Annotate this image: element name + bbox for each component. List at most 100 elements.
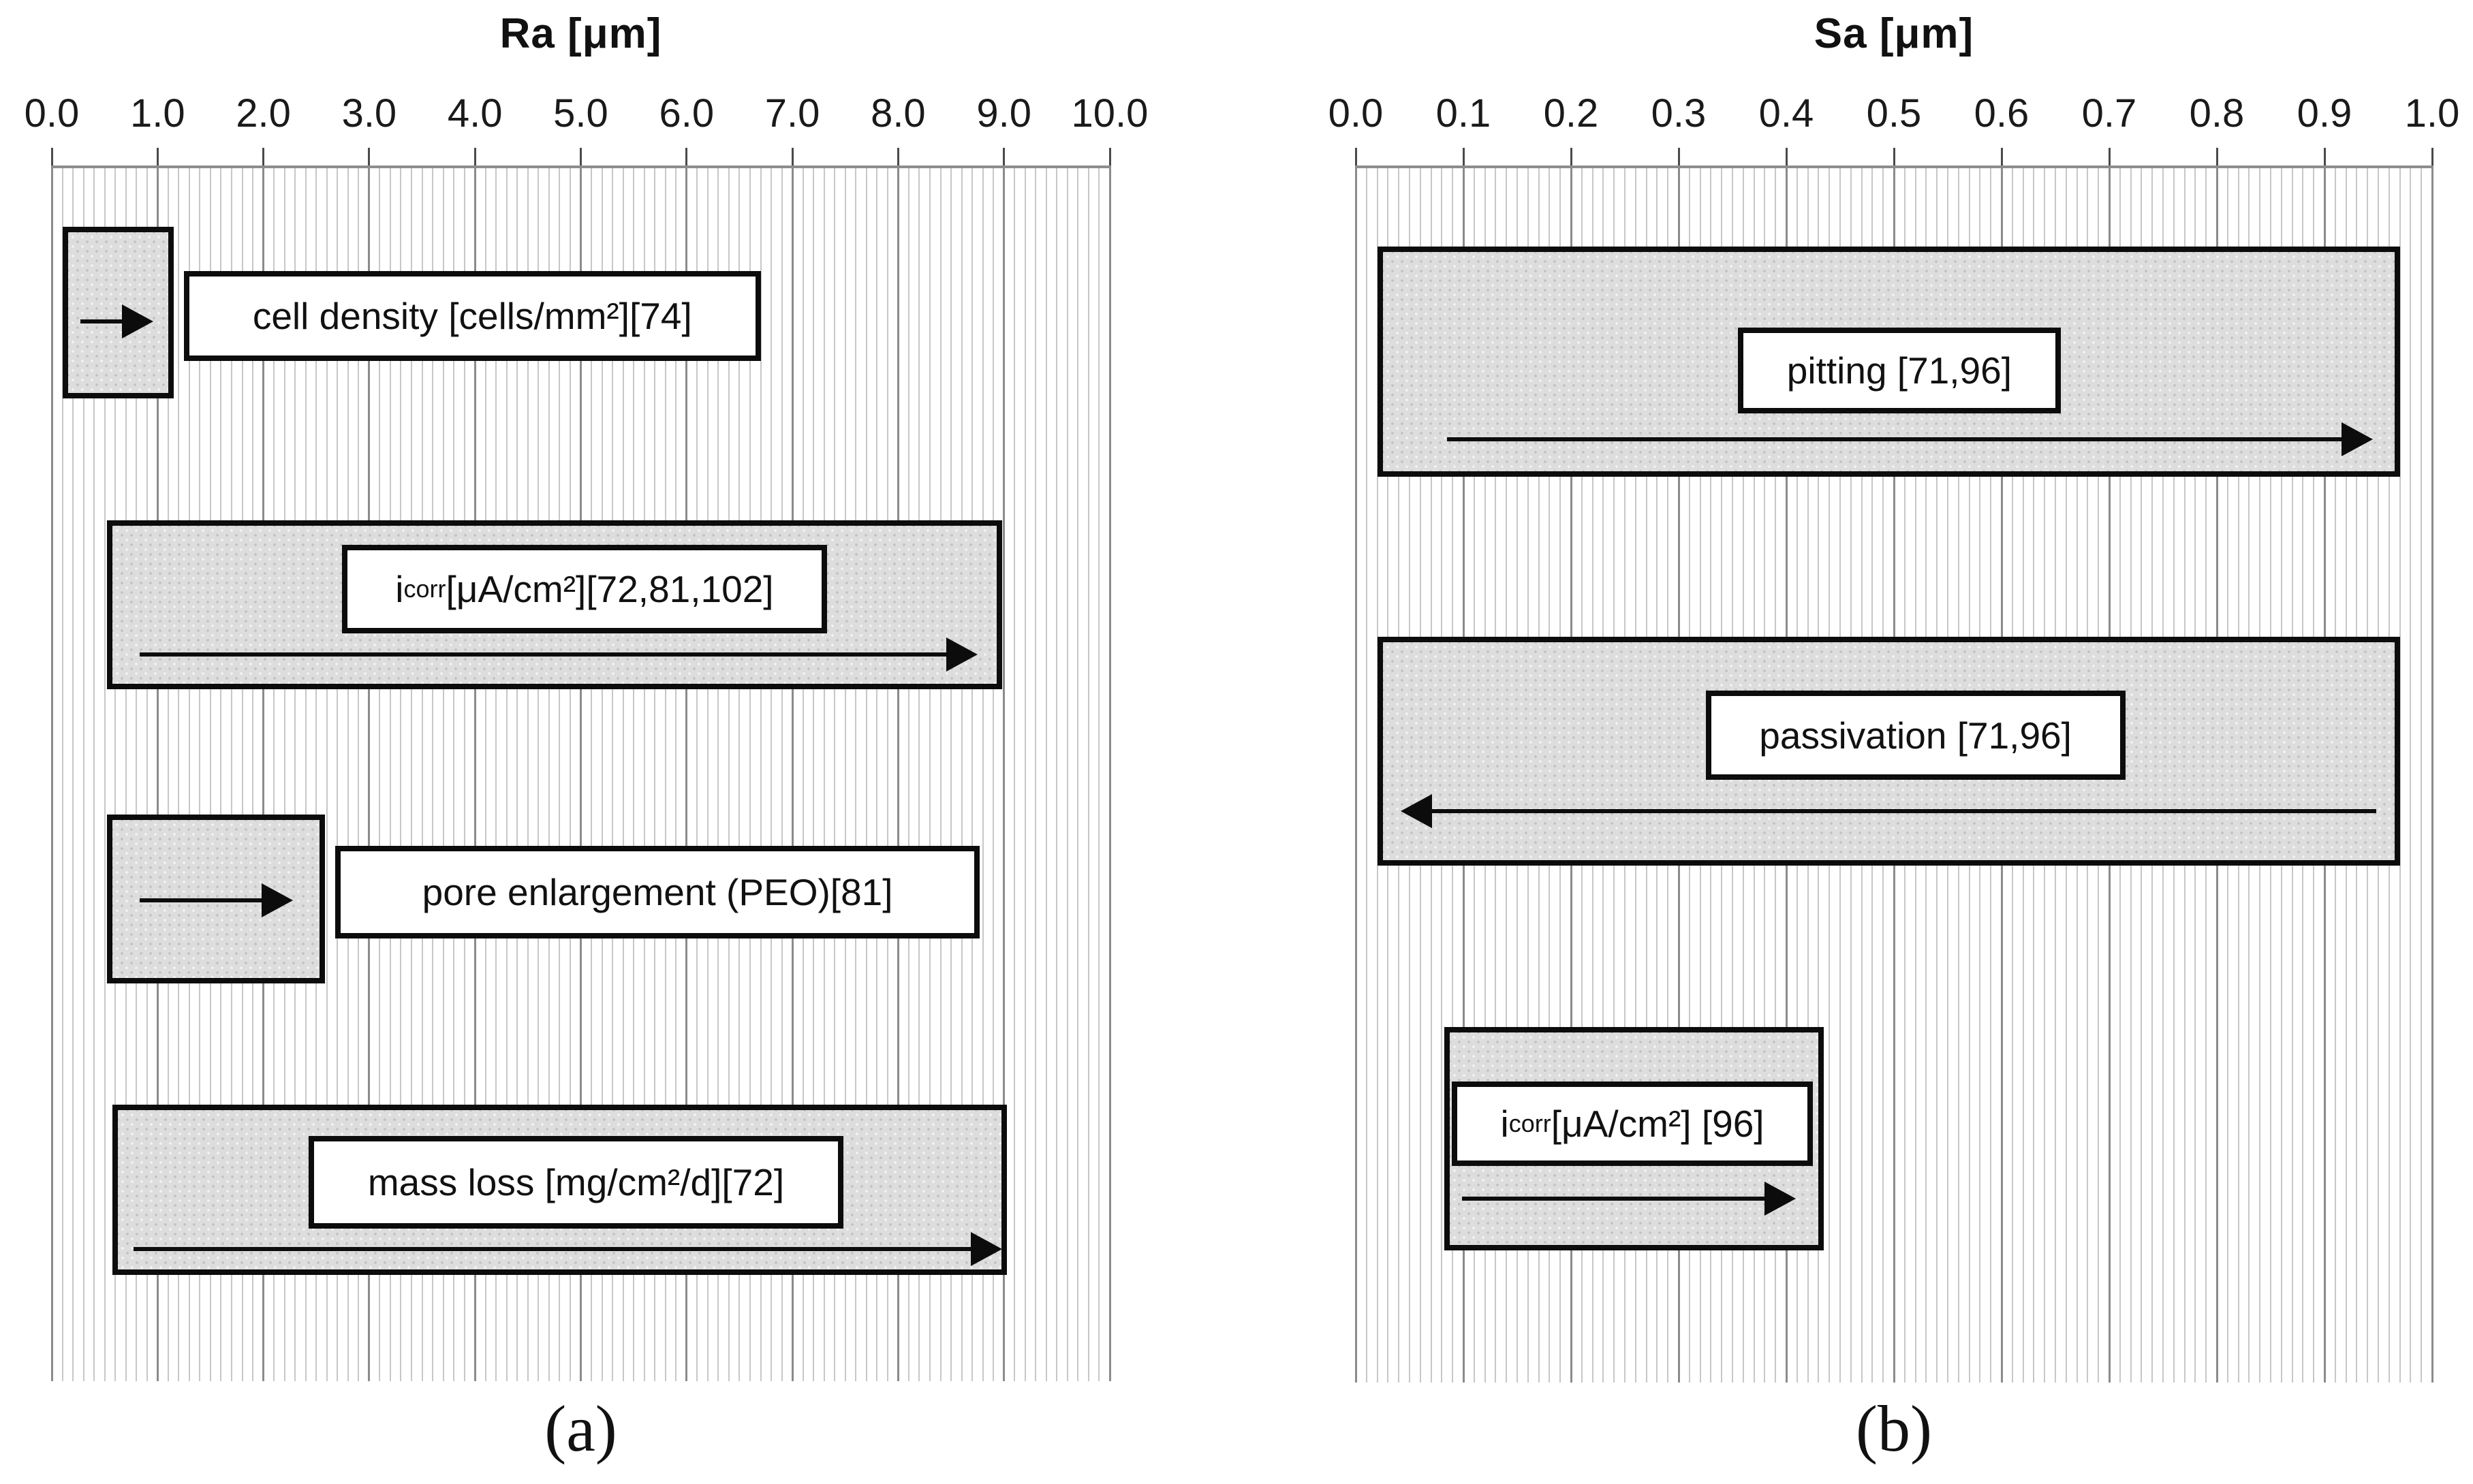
arrow-head-right-pore-enlargement — [262, 883, 294, 917]
axis-tick — [262, 148, 265, 165]
gridline-minor — [622, 165, 624, 1381]
gridline-minor — [569, 165, 571, 1381]
axis-tick — [2215, 148, 2218, 165]
gridline-minor — [93, 165, 95, 1381]
gridline-major — [791, 165, 794, 1381]
gridline-major — [685, 165, 688, 1381]
gridline-major — [2431, 165, 2433, 1383]
label-text-pitting: pitting [71,96] — [1786, 349, 2012, 392]
axis-tick — [2323, 148, 2326, 165]
gridline-minor — [82, 165, 84, 1381]
axis-tick-label: 0.7 — [2081, 91, 2137, 136]
axis-tick — [1354, 148, 1357, 165]
gridline-minor — [865, 165, 867, 1381]
gridline-minor — [950, 165, 952, 1381]
label-pitting: pitting [71,96] — [1737, 328, 2061, 413]
label-cell-density: cell density [cells/mm²][74] — [184, 271, 761, 361]
gridline-major — [1003, 165, 1006, 1381]
gridline-minor — [918, 165, 920, 1381]
axis-tick — [1785, 148, 1788, 165]
gridline-minor — [516, 165, 518, 1381]
gridline-major — [473, 165, 476, 1381]
arrow-line-cell-density — [80, 319, 125, 323]
axis-tick — [2431, 148, 2433, 165]
gridline-minor — [61, 165, 63, 1381]
gridline-minor — [907, 165, 909, 1381]
axis-tick-label: 0.6 — [1974, 91, 2029, 136]
gridline-minor — [432, 165, 434, 1381]
gridline-minor — [1365, 165, 1367, 1383]
gridline-minor — [675, 165, 677, 1381]
gridline-minor — [559, 165, 561, 1381]
axis-tick — [1462, 148, 1465, 165]
axis-title-ra: Ra [μm] — [499, 10, 662, 57]
gridline-minor — [696, 165, 698, 1381]
label-passivation: passivation [71,96] — [1705, 691, 2126, 780]
gridline-minor — [178, 165, 180, 1381]
arrow-head-right-mass-loss — [970, 1232, 1002, 1266]
axis-top-line — [1356, 165, 2432, 168]
axis-tick-label: 7.0 — [764, 91, 820, 136]
axis-tick-label: 0.1 — [1435, 91, 1491, 136]
arrow-line-mass-loss — [133, 1247, 974, 1251]
label-pore-enlargement: pore enlargement (PEO)[81] — [335, 846, 980, 938]
gridline-minor — [453, 165, 455, 1381]
axis-tick-label: 9.0 — [976, 91, 1031, 136]
gridline-major — [156, 165, 159, 1381]
axis-tick-label: 2.0 — [236, 91, 291, 136]
gridline-major — [262, 165, 265, 1381]
gridline-minor — [1087, 165, 1089, 1381]
arrow-line-passivation — [1429, 809, 2376, 813]
gridline-minor — [347, 165, 349, 1381]
label-text-pore-enlargement: pore enlargement (PEO)[81] — [422, 871, 893, 913]
gridline-minor — [220, 165, 222, 1381]
gridline-minor — [358, 165, 360, 1381]
gridline-minor — [971, 165, 974, 1381]
gridline-minor — [273, 165, 275, 1381]
gridline-minor — [146, 165, 148, 1381]
gridline-minor — [982, 165, 984, 1381]
gridline-minor — [771, 165, 773, 1381]
label-mass-loss: mass loss [mg/cm²/d][72] — [309, 1136, 843, 1229]
label-text-passivation: passivation [71,96] — [1759, 714, 2072, 757]
label-text-cell-density: cell density [cells/mm²][74] — [252, 295, 692, 337]
axis-tick — [1893, 148, 1895, 165]
gridline-minor — [72, 165, 74, 1381]
gridline-minor — [802, 165, 804, 1381]
axis-tick — [791, 148, 794, 165]
gridline-minor — [379, 165, 381, 1381]
label-text-mass-loss: mass loss [mg/cm²/d][72] — [367, 1161, 785, 1203]
gridline-minor — [749, 165, 751, 1381]
gridline-minor — [411, 165, 413, 1381]
gridline-minor — [706, 165, 709, 1381]
axis-tick — [2108, 148, 2111, 165]
range-box-cell-density — [62, 227, 174, 398]
arrow-line-pitting — [1447, 437, 2345, 441]
gridline-minor — [167, 165, 169, 1381]
gridline-minor — [136, 165, 138, 1381]
gridline-major — [50, 165, 53, 1381]
gridline-minor — [2399, 165, 2401, 1383]
gridline-minor — [294, 165, 296, 1381]
arrow-line-pore-enlargement — [139, 898, 265, 902]
gridline-minor — [961, 165, 963, 1381]
arrow-head-right-cell-density — [122, 304, 154, 338]
gridline-minor — [728, 165, 730, 1381]
arrow-line-icorr — [1462, 1197, 1768, 1201]
gridline-minor — [442, 165, 444, 1381]
gridline-minor — [823, 165, 825, 1381]
gridline-minor — [125, 165, 127, 1381]
gridline-minor — [421, 165, 423, 1381]
gridline-minor — [834, 165, 836, 1381]
axis-tick — [368, 148, 371, 165]
gridline-minor — [612, 165, 614, 1381]
arrow-head-right-icorr — [1764, 1182, 1797, 1216]
gridline-minor — [252, 165, 254, 1381]
label-text-icorr: i — [1500, 1103, 1509, 1145]
gridline-major — [1108, 165, 1111, 1381]
gridline-minor — [188, 165, 190, 1381]
axis-tick — [1677, 148, 1680, 165]
gridline-minor — [231, 165, 232, 1381]
gridline-minor — [326, 165, 328, 1381]
